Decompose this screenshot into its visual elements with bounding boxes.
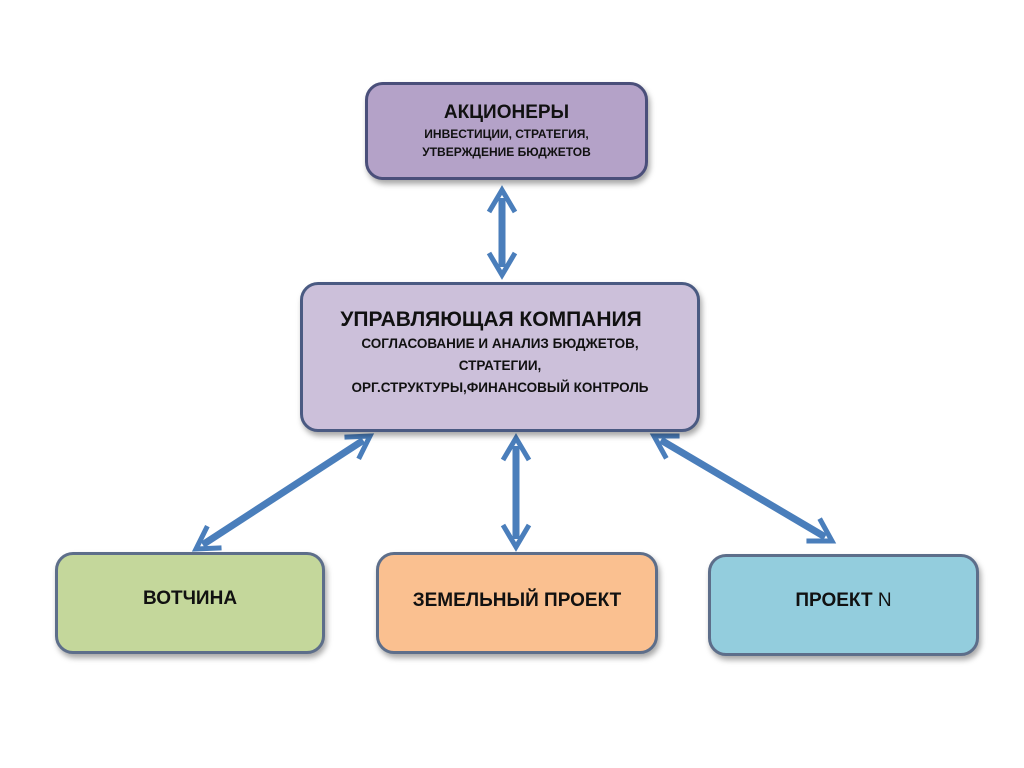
arrow-management-votchina-shaft [200, 437, 366, 548]
management-line-1: СОГЛАСОВАНИЕ И АНАЛИЗ БЮДЖЕТОВ, [361, 336, 639, 351]
arrow-management-project-n-head-start [649, 433, 680, 460]
project-n-box: ПРОЕКТ N [708, 554, 979, 656]
arrow-management-land-head-start [500, 433, 532, 462]
arrow-management-project-n-shaft [659, 437, 827, 540]
arrow-management-project-n [649, 433, 837, 544]
votchina-box: ВОТЧИНА [55, 552, 325, 654]
votchina-title: ВОТЧИНА [142, 588, 238, 609]
arrow-management-votchina [191, 433, 375, 552]
shareholders-line-1: ИНВЕСТИЦИИ, СТРАТЕГИЯ, [424, 127, 589, 141]
project-n-suffix: N [877, 590, 892, 611]
arrow-shareholders-management [486, 185, 518, 280]
shareholders-title: АКЦИОНЕРЫ [443, 102, 570, 123]
project-n-title: ПРОЕКТ N [795, 589, 891, 613]
management-company-box: УПРАВЛЯЮЩАЯ КОМПАНИЯ СОГЛАСОВАНИЕ И АНАЛ… [300, 282, 700, 432]
arrow-management-project-n-head-end [806, 517, 837, 544]
land-project-box: ЗЕМЕЛЬНЫЙ ПРОЕКТ [376, 552, 658, 654]
arrow-management-land-head-end [500, 523, 532, 552]
arrow-shareholders-management-head-end [486, 251, 518, 280]
management-line-3: ОРГ.СТРУКТУРЫ,ФИНАНСОВЫЙ КОНТРОЛЬ [351, 380, 649, 395]
shareholders-box: АКЦИОНЕРЫ ИНВЕСТИЦИИ, СТРАТЕГИЯ, УТВЕРЖД… [365, 82, 648, 180]
management-title: УПРАВЛЯЮЩАЯ КОМПАНИЯ [340, 308, 642, 331]
shareholders-line-2: УТВЕРЖДЕНИЕ БЮДЖЕТОВ [422, 145, 591, 159]
arrow-shareholders-management-head-start [486, 185, 518, 214]
arrow-management-votchina-head-end [191, 525, 222, 552]
project-n-label: ПРОЕКТ [795, 590, 873, 611]
arrow-management-votchina-head-start [344, 433, 375, 460]
management-line-2: СТРАТЕГИИ, [458, 358, 542, 373]
arrow-management-land [500, 433, 532, 552]
land-project-title: ЗЕМЕЛЬНЫЙ ПРОЕКТ [412, 590, 622, 611]
